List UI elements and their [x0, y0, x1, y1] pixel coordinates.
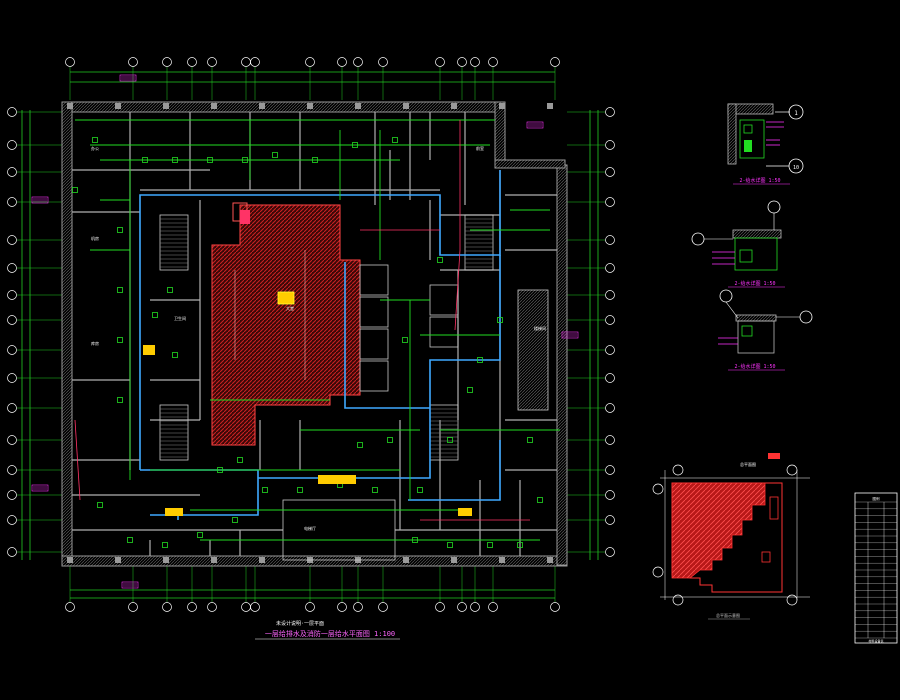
- room-label: 办公: [91, 145, 99, 151]
- plan-title-line2: 一层给排水及消防一层给水平面图 1:100: [265, 629, 395, 638]
- lobby-hatch: [211, 202, 361, 446]
- detail1-axis-b: 10: [793, 165, 799, 171]
- room-label: 前室: [476, 145, 484, 151]
- detail1-axis-a: 1: [794, 110, 798, 117]
- site-plan-footer: 总平面示意图: [716, 612, 740, 618]
- grid-bubbles-side: [7, 107, 615, 557]
- pipe-fixtures: [72, 137, 543, 548]
- room-label: 大堂: [286, 305, 294, 311]
- legend-header: 图例: [873, 496, 881, 501]
- legend-footer: 材料设备表: [868, 638, 883, 643]
- site-plan: 总平面图 总平面示意图: [652, 453, 810, 620]
- legend-rows: [855, 501, 897, 639]
- drain-pipes: [74, 120, 530, 521]
- water-pipes: [75, 119, 560, 541]
- detail3-title: 2-给水详图 1:50: [734, 363, 775, 370]
- core-shafts: [159, 214, 549, 561]
- plan-title-line1: 未设计说明·一层平面: [276, 620, 324, 627]
- detail-3: 2-给水详图 1:50: [718, 289, 813, 371]
- detail-1: 1 10 2-给水详图 1:50: [727, 103, 804, 185]
- magenta-notes: [31, 74, 579, 589]
- outer-walls: [61, 101, 568, 567]
- grid-bubbles-top: [65, 57, 560, 612]
- room-label: 电梯厅: [304, 525, 316, 531]
- room-label: 卫生间: [174, 315, 186, 321]
- legend-table: 图例 材料设备表: [854, 492, 898, 644]
- annotation-tags: [143, 210, 472, 516]
- room-label: 库房: [91, 340, 99, 346]
- room-label: 楼梯间: [534, 325, 546, 331]
- detail1-title: 2-给水详图 1:50: [739, 177, 780, 184]
- dimension-lines: [21, 71, 599, 599]
- room-label: 机房: [91, 235, 99, 241]
- detail-2: 2-给水详图 1:50: [691, 200, 785, 288]
- site-plan-title: 总平面图: [740, 461, 756, 467]
- detail2-title: 2-给水详图 1:50: [734, 280, 775, 287]
